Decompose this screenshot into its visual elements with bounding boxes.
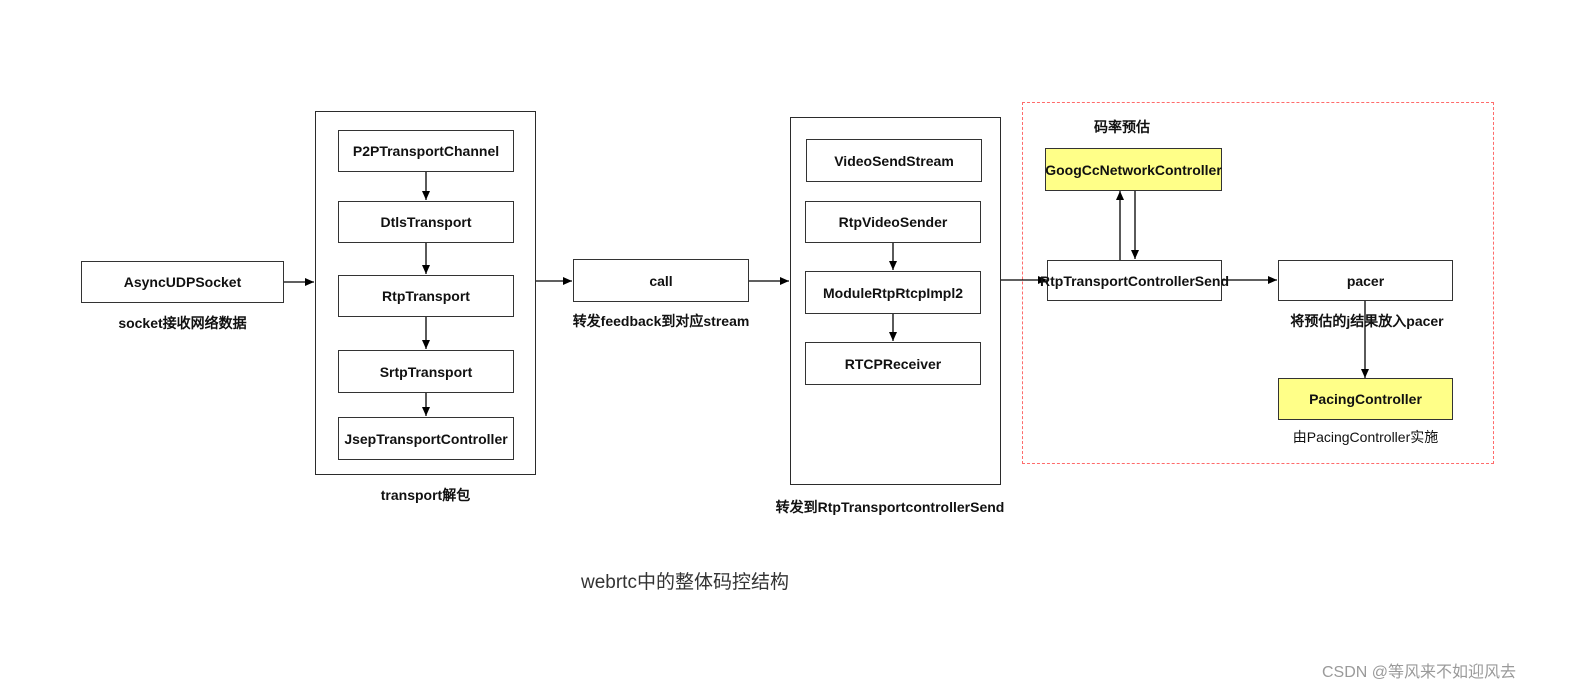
- node-goog-cc-network-controller: GoogCcNetworkController: [1045, 148, 1222, 191]
- caption-bitrate-group: 码率预估: [1094, 119, 1150, 135]
- caption-pacer: 将预估的j结果放入pacer: [1290, 313, 1444, 329]
- node-p2p-transport-channel: P2PTransportChannel: [338, 130, 514, 172]
- node-jsep-transport-controller: JsepTransportController: [338, 417, 514, 460]
- node-rtp-video-sender: RtpVideoSender: [805, 201, 981, 243]
- node-async-udp-socket: AsyncUDPSocket: [81, 261, 284, 303]
- node-video-send-stream: VideoSendStream: [806, 139, 982, 182]
- node-pacing-controller: PacingController: [1278, 378, 1453, 420]
- node-dtls-transport: DtlsTransport: [338, 201, 514, 243]
- node-pacer: pacer: [1278, 260, 1453, 301]
- caption-socket: socket接收网络数据: [118, 315, 247, 331]
- watermark: CSDN @等风来不如迎风去: [1322, 664, 1517, 681]
- caption-transport-group: transport解包: [380, 487, 471, 503]
- bitrate-estimation-group: [1022, 102, 1494, 464]
- node-srtp-transport: SrtpTransport: [338, 350, 514, 393]
- node-call: call: [573, 259, 749, 302]
- node-module-rtp-rtcp-impl2: ModuleRtpRtcpImpl2: [805, 271, 981, 314]
- node-rtp-transport-controller-send: RtpTransportControllerSend: [1040, 260, 1229, 301]
- caption-call: 转发feedback到对应stream: [572, 313, 750, 329]
- node-rtcp-receiver: RTCPReceiver: [805, 342, 981, 385]
- caption-pacing: 由PacingController实施: [1292, 429, 1439, 445]
- caption-stream-group: 转发到RtpTransportcontrollerSend: [775, 499, 1005, 515]
- diagram-title: webrtc中的整体码控结构: [581, 572, 789, 593]
- node-rtp-transport: RtpTransport: [338, 275, 514, 317]
